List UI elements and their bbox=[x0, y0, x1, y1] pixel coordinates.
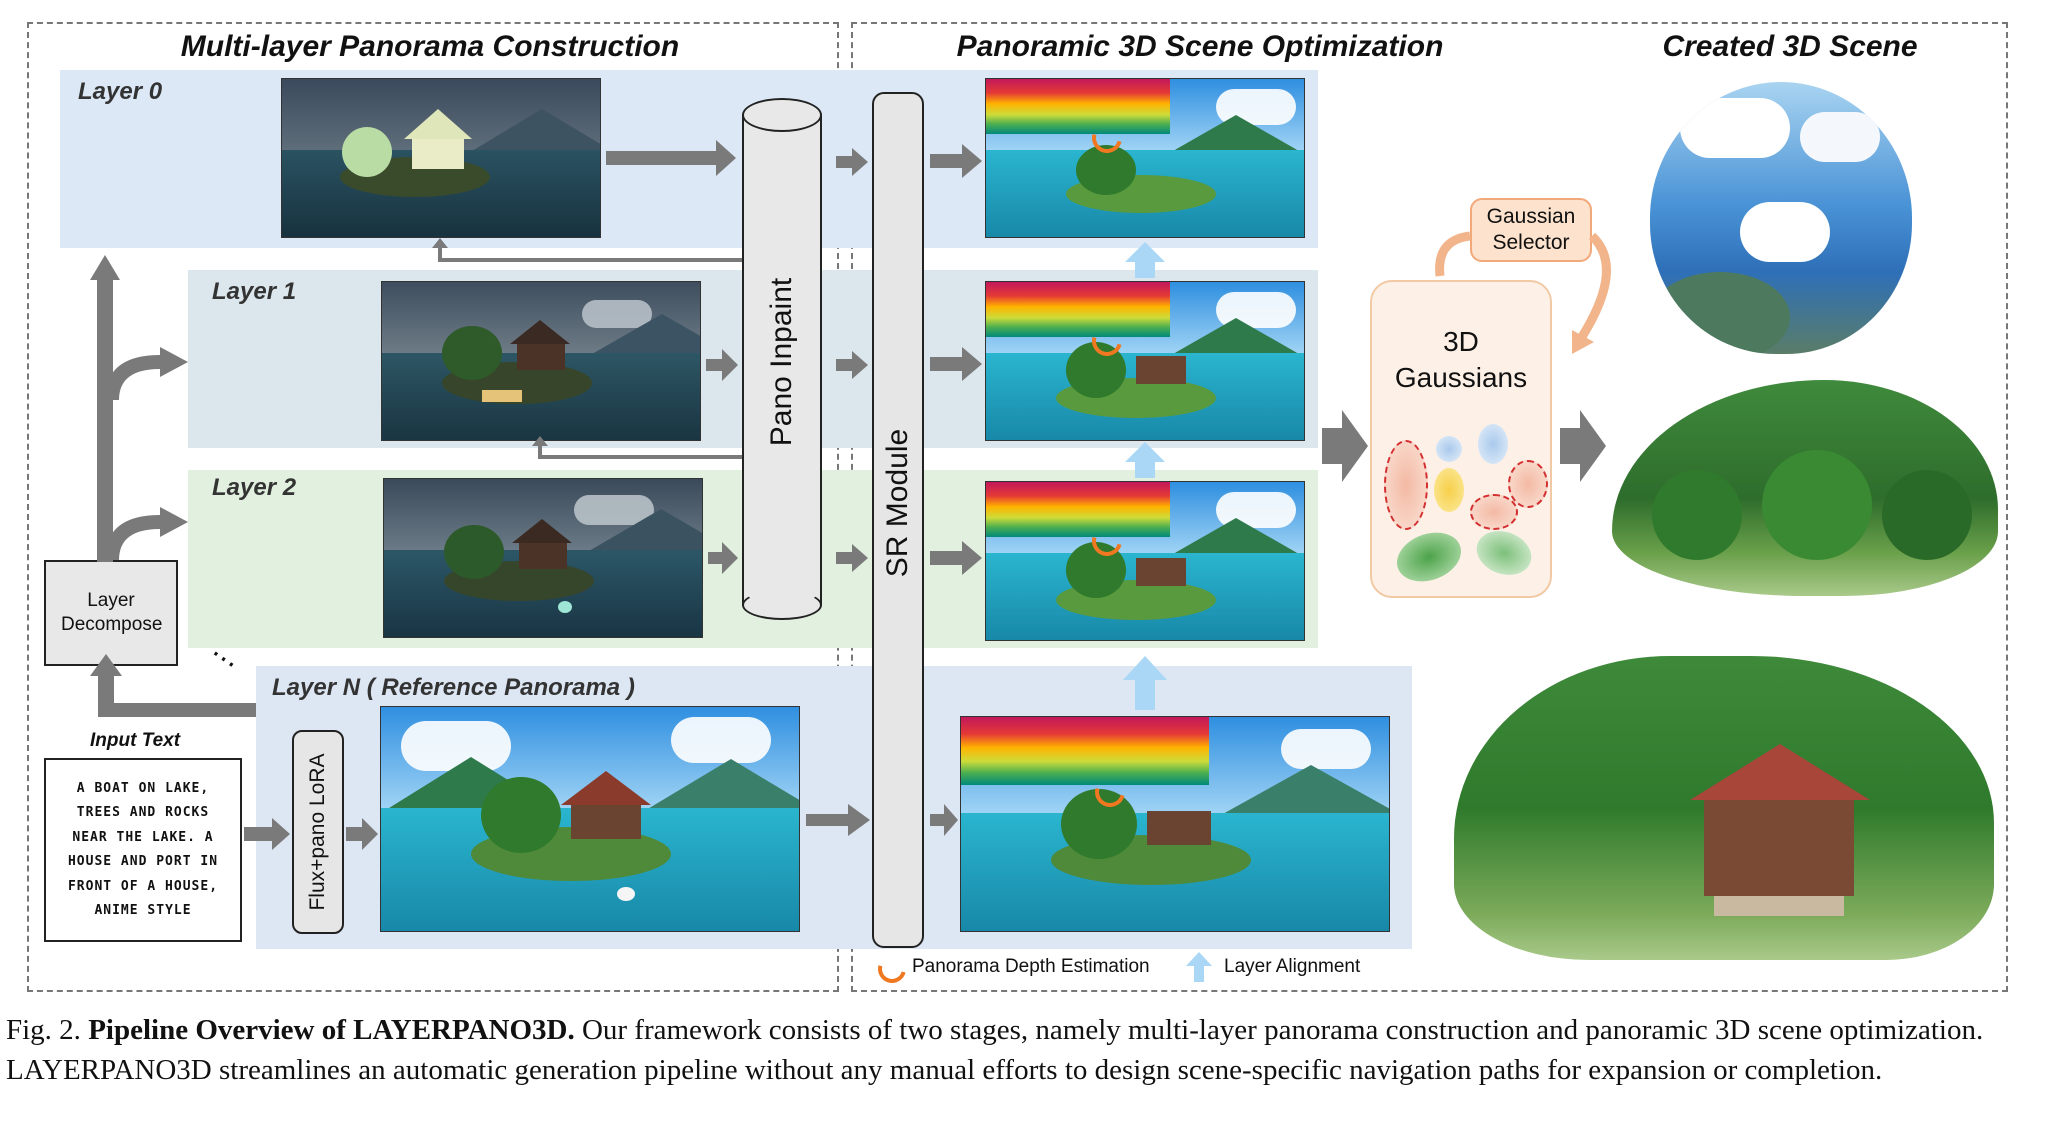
flux-to-pano-arrow bbox=[346, 818, 378, 850]
input-text-box: A BOAT ON LAKE, TREES AND ROCKS NEAR THE… bbox=[44, 758, 242, 942]
title-created-scene: Created 3D Scene bbox=[1662, 30, 1918, 63]
layer-n-label: Layer N ( Reference Panorama ) bbox=[272, 674, 635, 701]
panorama-layer-0 bbox=[281, 78, 601, 238]
opt-to-gaussians-arrow bbox=[1322, 410, 1368, 482]
panorama-layer-n bbox=[380, 706, 800, 932]
layer-decompose-label: Layer Decompose bbox=[61, 590, 163, 635]
title-multilayer-construction: Multi-layer Panorama Construction bbox=[180, 30, 680, 63]
diagram-arrows bbox=[90, 140, 1611, 850]
layer1-to-inpaint-arrow bbox=[706, 349, 738, 381]
figure-caption: Fig. 2. Pipeline Overview of LAYERPANO3D… bbox=[6, 1010, 2036, 1090]
gaussians-3d-label: 3D Gaussians bbox=[1394, 326, 1528, 393]
sr-to-opt0-arrow bbox=[930, 144, 982, 178]
gaussians-3d-box: 3D Gaussians bbox=[1370, 280, 1552, 598]
caption-prefix: Fig. 2. bbox=[6, 1014, 81, 1046]
layer-1-label: Layer 1 bbox=[212, 278, 297, 305]
panorama-layer-2 bbox=[383, 478, 703, 638]
legend-depth-label: Panorama Depth Estimation bbox=[912, 956, 1150, 977]
panorama-layer-1 bbox=[381, 281, 701, 441]
layer-decompose-box: Layer Decompose bbox=[44, 560, 178, 666]
layer-0-label: Layer 0 bbox=[78, 78, 163, 105]
sr-module bbox=[872, 92, 924, 948]
inpaint1-to-sr-arrow bbox=[836, 351, 868, 379]
gaussians-to-scene-arrow bbox=[1560, 410, 1606, 482]
optimized-panorama-layer-2 bbox=[985, 481, 1305, 641]
created-scene-sky-dome bbox=[1650, 82, 1912, 354]
gaussian-selector-label: Gaussian Selector bbox=[1486, 205, 1576, 254]
gaussian-blob bbox=[1384, 440, 1428, 530]
optimized-panorama-layer-1 bbox=[985, 281, 1305, 441]
gaussian-blob bbox=[1470, 494, 1518, 530]
layer-alignment-icon bbox=[1186, 952, 1212, 982]
gaussian-blob bbox=[1508, 460, 1548, 508]
caption-text: Our framework consists of two stages, na… bbox=[6, 1014, 1984, 1086]
layer-n-to-decompose-arrow bbox=[90, 654, 256, 717]
flux-lora-box bbox=[292, 730, 344, 934]
input-text-prompt: A BOAT ON LAKE, TREES AND ROCKS NEAR THE… bbox=[67, 780, 219, 919]
decompose-branch-arrows bbox=[90, 255, 188, 562]
inpaint-feedback-arrows bbox=[432, 238, 742, 459]
layer0-to-inpaint-arrow bbox=[606, 140, 736, 176]
gaussian-blob bbox=[1436, 436, 1462, 462]
layer-alignment-arrows bbox=[1123, 242, 1167, 710]
sr-to-optN-arrow bbox=[930, 804, 958, 836]
layer2-to-inpaint-arrow bbox=[708, 542, 738, 574]
layer-2-label: Layer 2 bbox=[212, 474, 297, 501]
legend-alignment-label: Layer Alignment bbox=[1224, 956, 1361, 977]
sr-to-opt2-arrow bbox=[930, 541, 982, 575]
optimized-panorama-layer-n bbox=[960, 716, 1390, 932]
gaussian-selector-box: Gaussian Selector bbox=[1470, 198, 1592, 262]
inpaint0-to-sr-arrow bbox=[836, 148, 868, 176]
gaussian-blob bbox=[1434, 468, 1464, 512]
sr-to-opt1-arrow bbox=[930, 347, 982, 381]
pano-inpaint-cylinder bbox=[742, 115, 822, 605]
title-scene-optimization: Panoramic 3D Scene Optimization bbox=[956, 30, 1444, 63]
gaussian-blob bbox=[1478, 424, 1508, 464]
layerN-to-sr-arrow bbox=[806, 804, 870, 836]
optimized-panorama-layer-0 bbox=[985, 78, 1305, 238]
caption-title: Pipeline Overview of LAYERPANO3D. bbox=[88, 1014, 575, 1046]
gaussian-selector-loop bbox=[1435, 231, 1611, 343]
input-to-flux-arrow bbox=[244, 818, 290, 850]
inpaint2-to-sr-arrow bbox=[836, 544, 868, 572]
created-scene-house bbox=[1454, 656, 1994, 960]
input-text-title: Input Text bbox=[90, 730, 181, 751]
